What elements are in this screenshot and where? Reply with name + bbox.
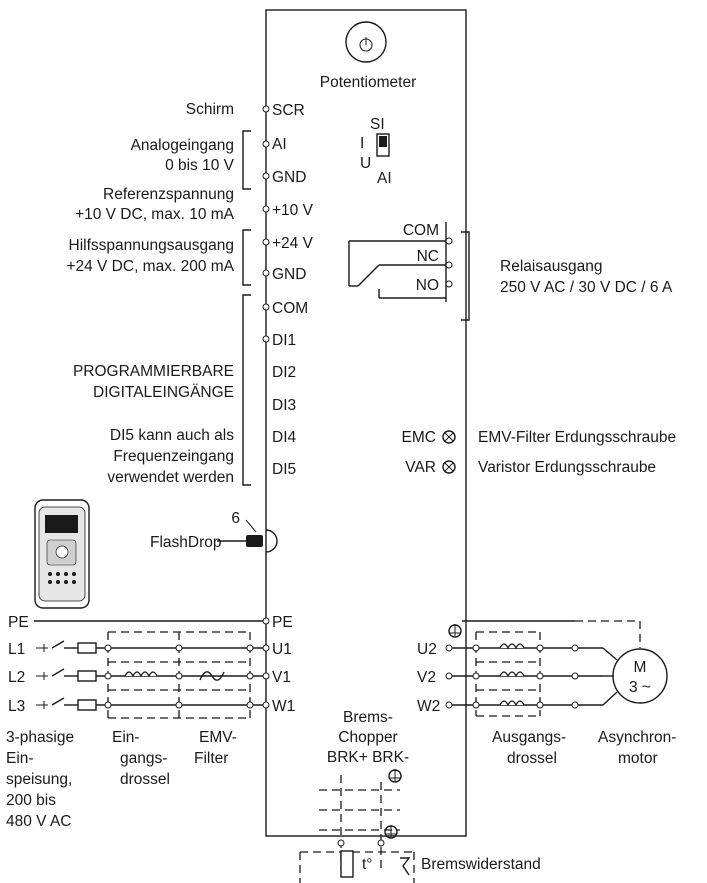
terminal-pe: PE [272,614,293,631]
var-screw-icon [442,460,456,474]
terminal-scr: SCR [272,102,305,119]
flashdrop-device-icon [34,499,90,609]
input-choke-line-2: gangs- [120,750,167,767]
input-choke-line-3: drossel [120,771,170,788]
supply-l1-label: L1 [8,641,25,658]
terminal-u1: U1 [272,641,292,658]
brake-resistor-label: Bremswiderstand [421,856,541,873]
label-di5-line-1: DI5 kann auch als [110,427,234,444]
emv-filter-line-2: Filter [194,750,228,767]
supply-l3-label: L3 [8,698,25,715]
motor-symbol-phase: 3 ~ [629,679,651,696]
relay-label-line-2: 250 V AC / 30 V DC / 6 A [500,279,673,296]
relay-contact [348,222,453,302]
brake-chopper-line-1: Brems- [343,709,393,726]
terminal-u2: U2 [417,641,437,658]
terminal-plus10v: +10 V [272,202,314,219]
flashdrop-connector [217,519,278,553]
label-programmable-line-2: DIGITALEINGÄNGE [93,384,234,401]
terminal-di5: DI5 [272,461,296,478]
supply-text-line-2: Ein- [6,750,34,767]
emc-label: EMC [402,429,436,446]
relay-bracket [461,231,470,321]
left-terminal-block [262,105,270,343]
var-description: Varistor Erdungsschraube [478,459,656,476]
label-reference-line-2: +10 V DC, max. 10 mA [75,206,235,223]
label-analog-line-2: 0 bis 10 V [165,157,235,174]
brake-chopper-line-2: Chopper [338,729,397,746]
terminal-w1: W1 [272,698,295,715]
emc-screw-icon [442,430,456,444]
emc-description: EMV-Filter Erdungsschraube [478,429,676,446]
label-di5-line-3: verwendet werden [107,469,234,486]
relay-label-line-1: Relaisausgang [500,258,603,275]
supply-wiring [34,620,263,719]
terminal-v1: V1 [272,669,291,686]
relay-com: COM [403,222,439,239]
brake-resistor-wiring [299,775,415,883]
var-label: VAR [405,459,436,476]
output-choke-line-1: Ausgangs- [492,729,566,746]
output-wiring [452,620,641,717]
switch-i-label: I [360,135,364,152]
supply-text-line-5: 480 V AC [6,813,72,830]
label-di5-line-2: Frequenzeingang [113,448,234,465]
motor-symbol-m: M [634,659,647,676]
label-programmable-line-1: PROGRAMMIERBARE [73,363,234,380]
relay-no: NO [416,277,439,294]
supply-pe-label: PE [8,614,29,631]
switch-ai-label: AI [377,170,392,187]
terminal-w2: W2 [417,698,440,715]
terminal-gnd-1: GND [272,169,306,186]
terminal-di3: DI3 [272,397,296,414]
terminal-di1: DI1 [272,332,296,349]
brake-chopper-line-3: BRK+ BRK- [327,749,409,766]
supply-text-line-4: 200 bis [6,792,56,809]
label-aux-line-2: +24 V DC, max. 200 mA [66,258,234,275]
supply-l2-label: L2 [8,669,25,686]
label-aux-line-1: Hilfsspannungsausgang [69,237,234,254]
terminal-di2: DI2 [272,364,296,381]
label-analog-line-1: Analogeingang [131,137,234,154]
flashdrop-label: FlashDrop [150,534,222,551]
ai-switch [376,133,390,157]
supply-text-line-3: speisung, [6,771,72,788]
motor-line-1: Asynchron- [598,729,676,746]
terminal-com: COM [272,300,308,317]
terminal-plus24v: +24 V [272,235,314,252]
output-terminals [445,624,462,709]
brake-chopper-ground-icon [388,769,402,783]
input-choke-line-1: Ein- [112,729,140,746]
left-brackets [242,130,251,486]
power-terminals [262,617,270,709]
drive-box [265,9,467,837]
terminal-di4: DI4 [272,429,297,446]
brake-resistor-ground-icon [384,825,398,839]
flashdrop-number: 6 [231,510,240,527]
motor-line-2: motor [618,750,658,767]
potentiometer [345,21,387,63]
emv-filter-line-1: EMV- [199,729,237,746]
switch-u-label: U [360,155,371,172]
relay-nc: NC [417,248,439,265]
label-reference-line-1: Referenzspannung [103,186,234,203]
potentiometer-label: Potentiometer [320,74,417,91]
brake-resistor-temp: t° [362,856,373,873]
terminal-v2: V2 [417,669,436,686]
terminal-ai: AI [272,136,287,153]
switch-si-label: SI [370,116,385,133]
output-choke-line-2: drossel [507,750,557,767]
supply-text-line-1: 3-phasige [6,729,74,746]
motor-icon [612,648,668,704]
terminal-gnd-2: GND [272,266,306,283]
label-schirm: Schirm [186,101,234,118]
